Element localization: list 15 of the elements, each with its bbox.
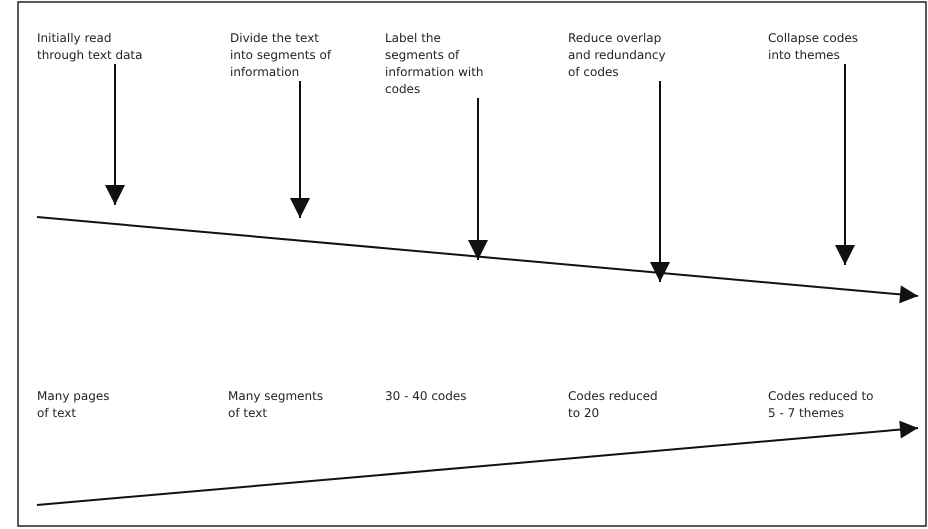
outcome-text: Many pages of text <box>37 388 110 422</box>
step-text: Label the segments of information with codes <box>385 30 485 98</box>
step-text: Reduce overlap and redundancy of codes <box>568 30 667 81</box>
outcome-text: Codes reduced to 5 - 7 themes <box>768 388 875 422</box>
step-text: Collapse codes into themes <box>768 30 859 64</box>
step-text: Initially read through text data <box>37 30 144 64</box>
arrow <box>650 81 670 282</box>
arrow <box>835 64 855 265</box>
outcome-text: Codes reduced to 20 <box>568 388 659 422</box>
arrow <box>105 64 125 205</box>
outcome-text: Many segments of text <box>228 388 324 422</box>
step-text: Divide the text into segments of information <box>230 30 332 81</box>
outcome-text: 30 - 40 codes <box>385 388 468 405</box>
arrow <box>290 81 310 218</box>
arrow <box>468 98 488 260</box>
